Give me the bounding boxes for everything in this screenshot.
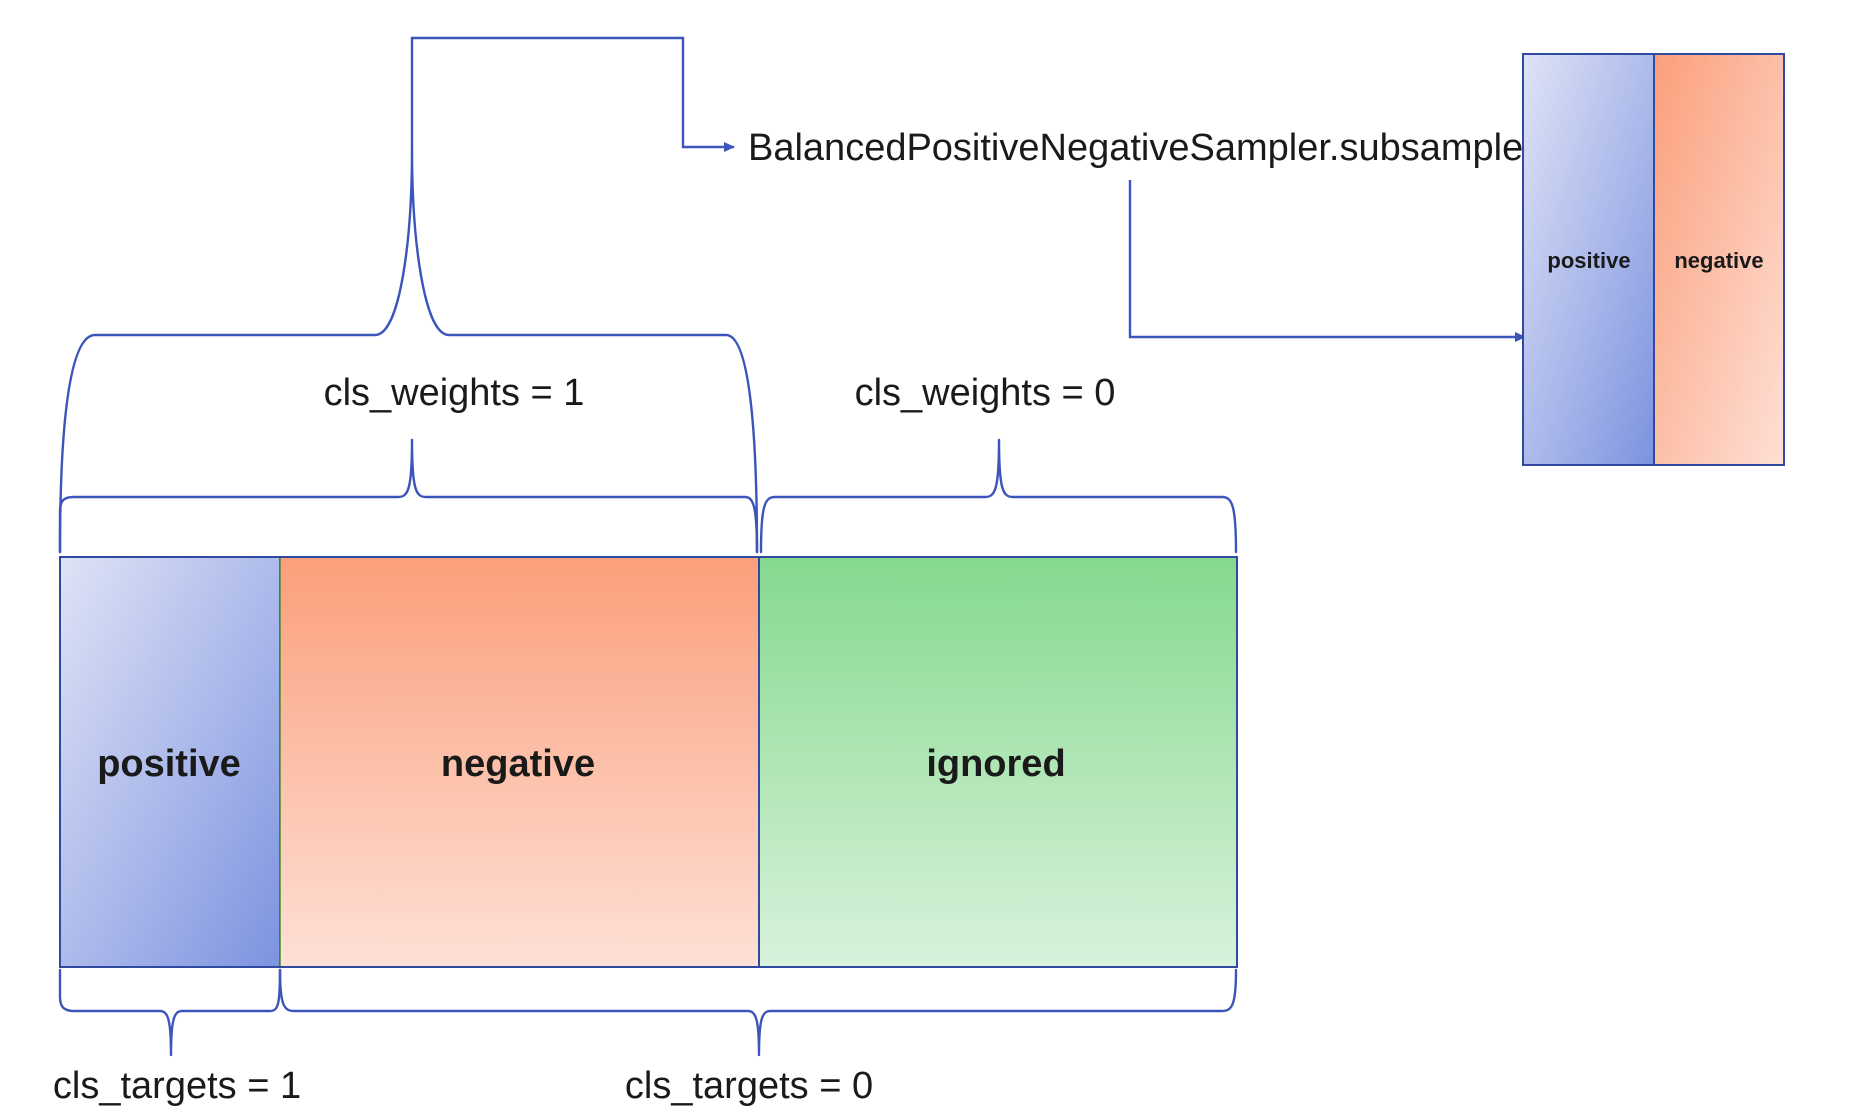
sampled-negative-segment	[1653, 53, 1785, 466]
main-positive-label: positive	[97, 743, 241, 785]
targets-zero-brace	[278, 968, 1238, 1057]
weights-zero-label: cls_weights = 0	[855, 372, 1116, 414]
sampling-scope-brace	[58, 148, 759, 554]
main-ignored-label: ignored	[926, 743, 1065, 785]
sampled-negative-label: negative	[1674, 248, 1763, 273]
main-negative-label: negative	[441, 743, 595, 785]
weights-one-label: cls_weights = 1	[324, 372, 585, 414]
sampler-to-output-arrow	[1128, 180, 1526, 342]
targets-one-label: cls_targets = 1	[53, 1065, 301, 1107]
targets-one-brace	[58, 968, 282, 1057]
main-positive-segment	[59, 556, 281, 968]
weights-zero-brace	[759, 438, 1238, 554]
sampled-positive-segment	[1522, 53, 1655, 466]
main-negative-segment	[279, 556, 760, 968]
targets-zero-label: cls_targets = 0	[625, 1065, 873, 1107]
weights-one-brace	[58, 438, 759, 554]
main-bar-outline	[59, 556, 1238, 968]
brace-to-sampler-arrow	[410, 36, 735, 152]
sampled-positive-label: positive	[1547, 248, 1630, 273]
sampler-label: BalancedPositiveNegativeSampler.subsampl…	[748, 127, 1523, 169]
